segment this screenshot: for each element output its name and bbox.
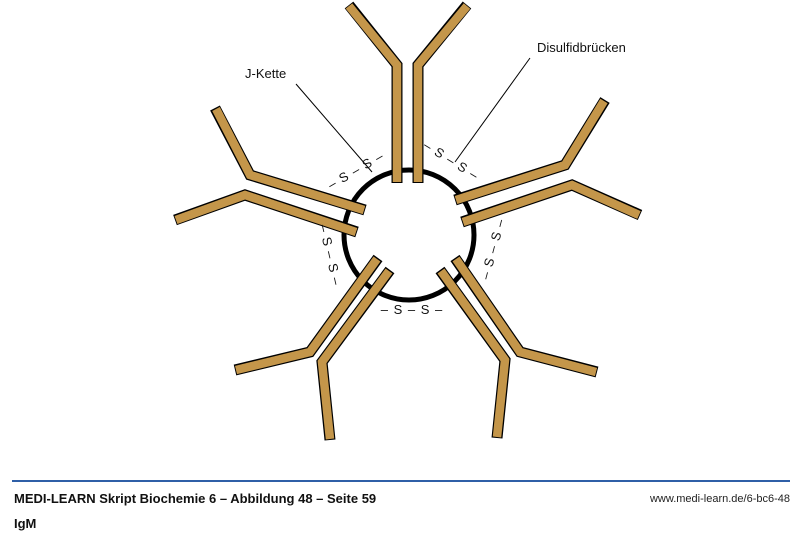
chain-top-left xyxy=(344,1,403,183)
chain-left-upper xyxy=(210,105,367,216)
disulfide-bond: – S – S – xyxy=(421,137,482,183)
chain-bottom-left-a xyxy=(233,254,383,376)
figure-title: MEDI-LEARN Skript Biochemie 6 – Abbildun… xyxy=(14,491,377,506)
disulfide-bond: – S – S – xyxy=(325,148,387,192)
chain-bottom-left-b xyxy=(316,266,395,441)
chain-bottom-right-a xyxy=(435,266,511,439)
disulfide-bond: – S – S – xyxy=(316,223,345,287)
igm-diagram: J-Kette Disulfidbrücken – S – S – – S – … xyxy=(173,1,643,441)
chain-right-upper xyxy=(453,97,610,206)
j-chain-pointer xyxy=(295,83,373,173)
disulfide-label: Disulfidbrücken xyxy=(537,40,626,55)
j-chain-ring xyxy=(341,167,477,303)
disulfide-bond: – S – S – xyxy=(477,217,508,281)
disulfide-pointer xyxy=(454,57,531,163)
chain-left-lower xyxy=(173,189,359,238)
j-chain-label: J-Kette xyxy=(245,66,286,81)
disulfide-bond: – S – S – xyxy=(381,302,443,317)
source-url: www.medi-learn.de/6-bc6-48 xyxy=(649,493,790,505)
chain-bottom-right-b xyxy=(450,254,599,378)
chain-top-right xyxy=(412,1,472,183)
footer-divider xyxy=(12,480,790,482)
chain-right-lower xyxy=(460,179,643,228)
figure-subtitle: IgM xyxy=(14,516,37,531)
antibody-chains xyxy=(173,1,643,441)
